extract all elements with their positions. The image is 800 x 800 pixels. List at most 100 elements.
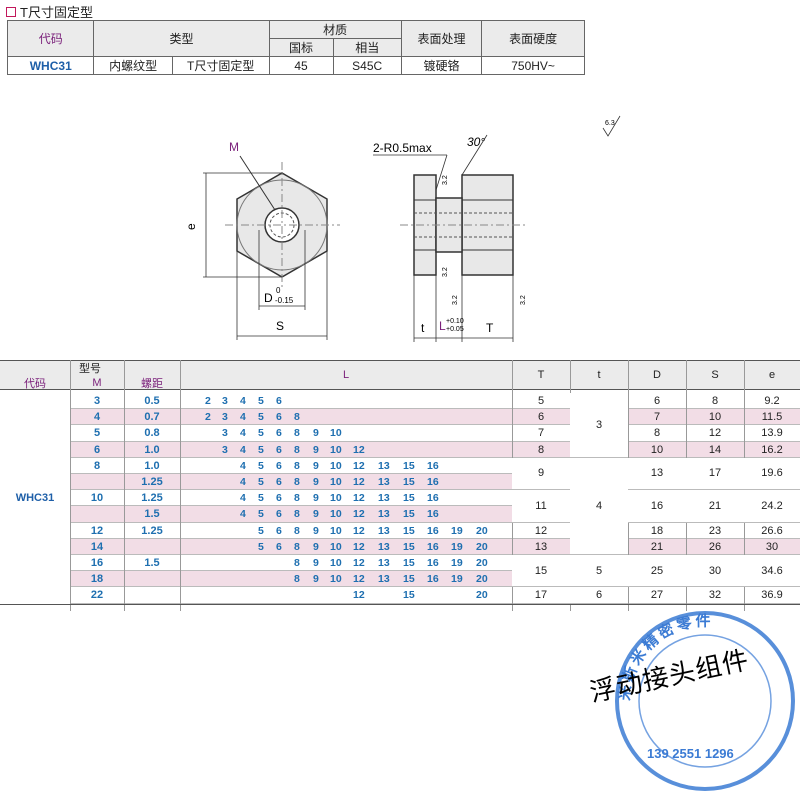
- l-value: 3: [222, 411, 228, 424]
- l-value: 19: [451, 524, 463, 537]
- l-value: 16: [427, 508, 439, 521]
- l-value: 9: [313, 557, 319, 569]
- e-header: e: [768, 369, 776, 381]
- l-value: 9: [313, 573, 319, 586]
- T-value: 6: [537, 411, 545, 424]
- col-line: [124, 360, 125, 611]
- l-value: 19: [451, 573, 463, 586]
- l-value: 12: [353, 589, 365, 602]
- l-value: 5: [258, 476, 264, 488]
- S-value: 8: [711, 395, 719, 408]
- l-value: 13: [378, 573, 390, 586]
- l-value: 5: [258, 508, 264, 521]
- l-value: 6: [276, 492, 282, 505]
- l-value: 20: [476, 589, 488, 602]
- l-value: 13: [378, 540, 390, 553]
- m-value: 8: [93, 459, 101, 472]
- m-value: 14: [90, 540, 104, 553]
- D-value: 6: [653, 395, 661, 408]
- pitch-value: 0.7: [144, 411, 160, 424]
- pitch-value: 1.25: [141, 476, 163, 489]
- hex-front-view: M e D 0 -0.15 S: [184, 140, 340, 340]
- l-value: 8: [294, 557, 300, 569]
- l-value: 10: [330, 524, 342, 537]
- D-value: 18: [650, 524, 664, 537]
- col-line: [180, 360, 181, 611]
- m-value: 3: [93, 395, 101, 408]
- e-value: 26.6: [761, 524, 783, 537]
- l-value: 19: [451, 540, 463, 553]
- l-value: 6: [276, 540, 282, 553]
- l-value: 5: [258, 395, 264, 407]
- roughness-mark: 6.3: [605, 120, 615, 127]
- l-value: 19: [451, 557, 463, 569]
- l-value: 8: [294, 476, 300, 488]
- l-value: 2: [205, 395, 211, 407]
- l-value: 6: [276, 411, 282, 424]
- S-value: 10: [708, 411, 722, 424]
- l-value: 20: [476, 524, 488, 537]
- m-value: 22: [90, 589, 104, 602]
- merged-value: 13: [628, 457, 686, 491]
- e-value: 30: [765, 540, 779, 553]
- r-label: 2-R0.5max: [373, 141, 432, 155]
- l-value: 5: [258, 427, 264, 440]
- l-value: 12: [353, 459, 365, 472]
- l-value: 13: [378, 459, 390, 472]
- m-value: 18: [90, 573, 104, 586]
- pitch-value: 1.25: [141, 524, 163, 537]
- e-value: 36.9: [761, 589, 783, 602]
- merged-value: 4: [570, 457, 628, 555]
- pitch-value: 1.5: [144, 557, 160, 570]
- l-value: 13: [378, 524, 390, 537]
- l-value: 13: [378, 492, 390, 505]
- pitch-value: 0.8: [144, 427, 160, 440]
- l-value: 4: [240, 508, 246, 521]
- model-header: 型号: [79, 362, 101, 375]
- spec-table: 代码 类型 材质 表面处理 表面硬度 国标 相当 WHC31 内螺纹型 T尺寸固…: [6, 20, 585, 75]
- l-label: L: [439, 319, 446, 333]
- l-value: 5: [258, 492, 264, 505]
- type1-value: 内螺纹型: [93, 56, 173, 75]
- s-label: S: [276, 319, 284, 333]
- l-value: 12: [353, 492, 365, 505]
- l-value: 16: [427, 492, 439, 505]
- l-value: 9: [313, 508, 319, 521]
- bottom-line: [0, 603, 800, 605]
- m-value: 16: [90, 557, 104, 570]
- section-title: T尺寸固定型: [6, 2, 93, 21]
- l-header: L: [342, 369, 350, 381]
- l-value: 15: [403, 573, 415, 586]
- l-value: 15: [403, 540, 415, 553]
- T-header: T: [537, 369, 545, 381]
- hex-side-view: 2-R0.5max 30° 3.2 3.2 3.2 3.2 6.3 t L +0…: [373, 115, 621, 342]
- S-value: 26: [708, 540, 722, 553]
- col-line: [70, 360, 71, 611]
- l-value: 10: [330, 443, 342, 456]
- l-value: 8: [294, 540, 300, 553]
- roughness-mark: 3.2: [442, 267, 449, 277]
- l-value: 5: [258, 540, 264, 553]
- merged-value: 25: [628, 555, 686, 588]
- l-value: 9: [313, 476, 319, 488]
- pitch-value: 1.5: [144, 508, 160, 521]
- l-value: 9: [313, 540, 319, 553]
- l-value: 3: [222, 427, 228, 440]
- merged-value: 15: [512, 555, 570, 588]
- l-value: 5: [258, 524, 264, 537]
- l-value: 16: [427, 540, 439, 553]
- l-value: 15: [403, 476, 415, 488]
- merged-value: 5: [570, 555, 628, 588]
- l-value: 10: [330, 427, 342, 440]
- l-value: 6: [276, 443, 282, 456]
- d-label: D: [264, 291, 273, 305]
- l-value: 8: [294, 524, 300, 537]
- l-value: 20: [476, 540, 488, 553]
- pitch-value: 1.0: [144, 443, 160, 456]
- l-value: 4: [240, 443, 246, 456]
- l-value: 10: [330, 459, 342, 472]
- l-value: 15: [403, 508, 415, 521]
- material-header: 材质: [268, 20, 402, 39]
- l-value: 6: [276, 524, 282, 537]
- t-header: t: [597, 369, 601, 381]
